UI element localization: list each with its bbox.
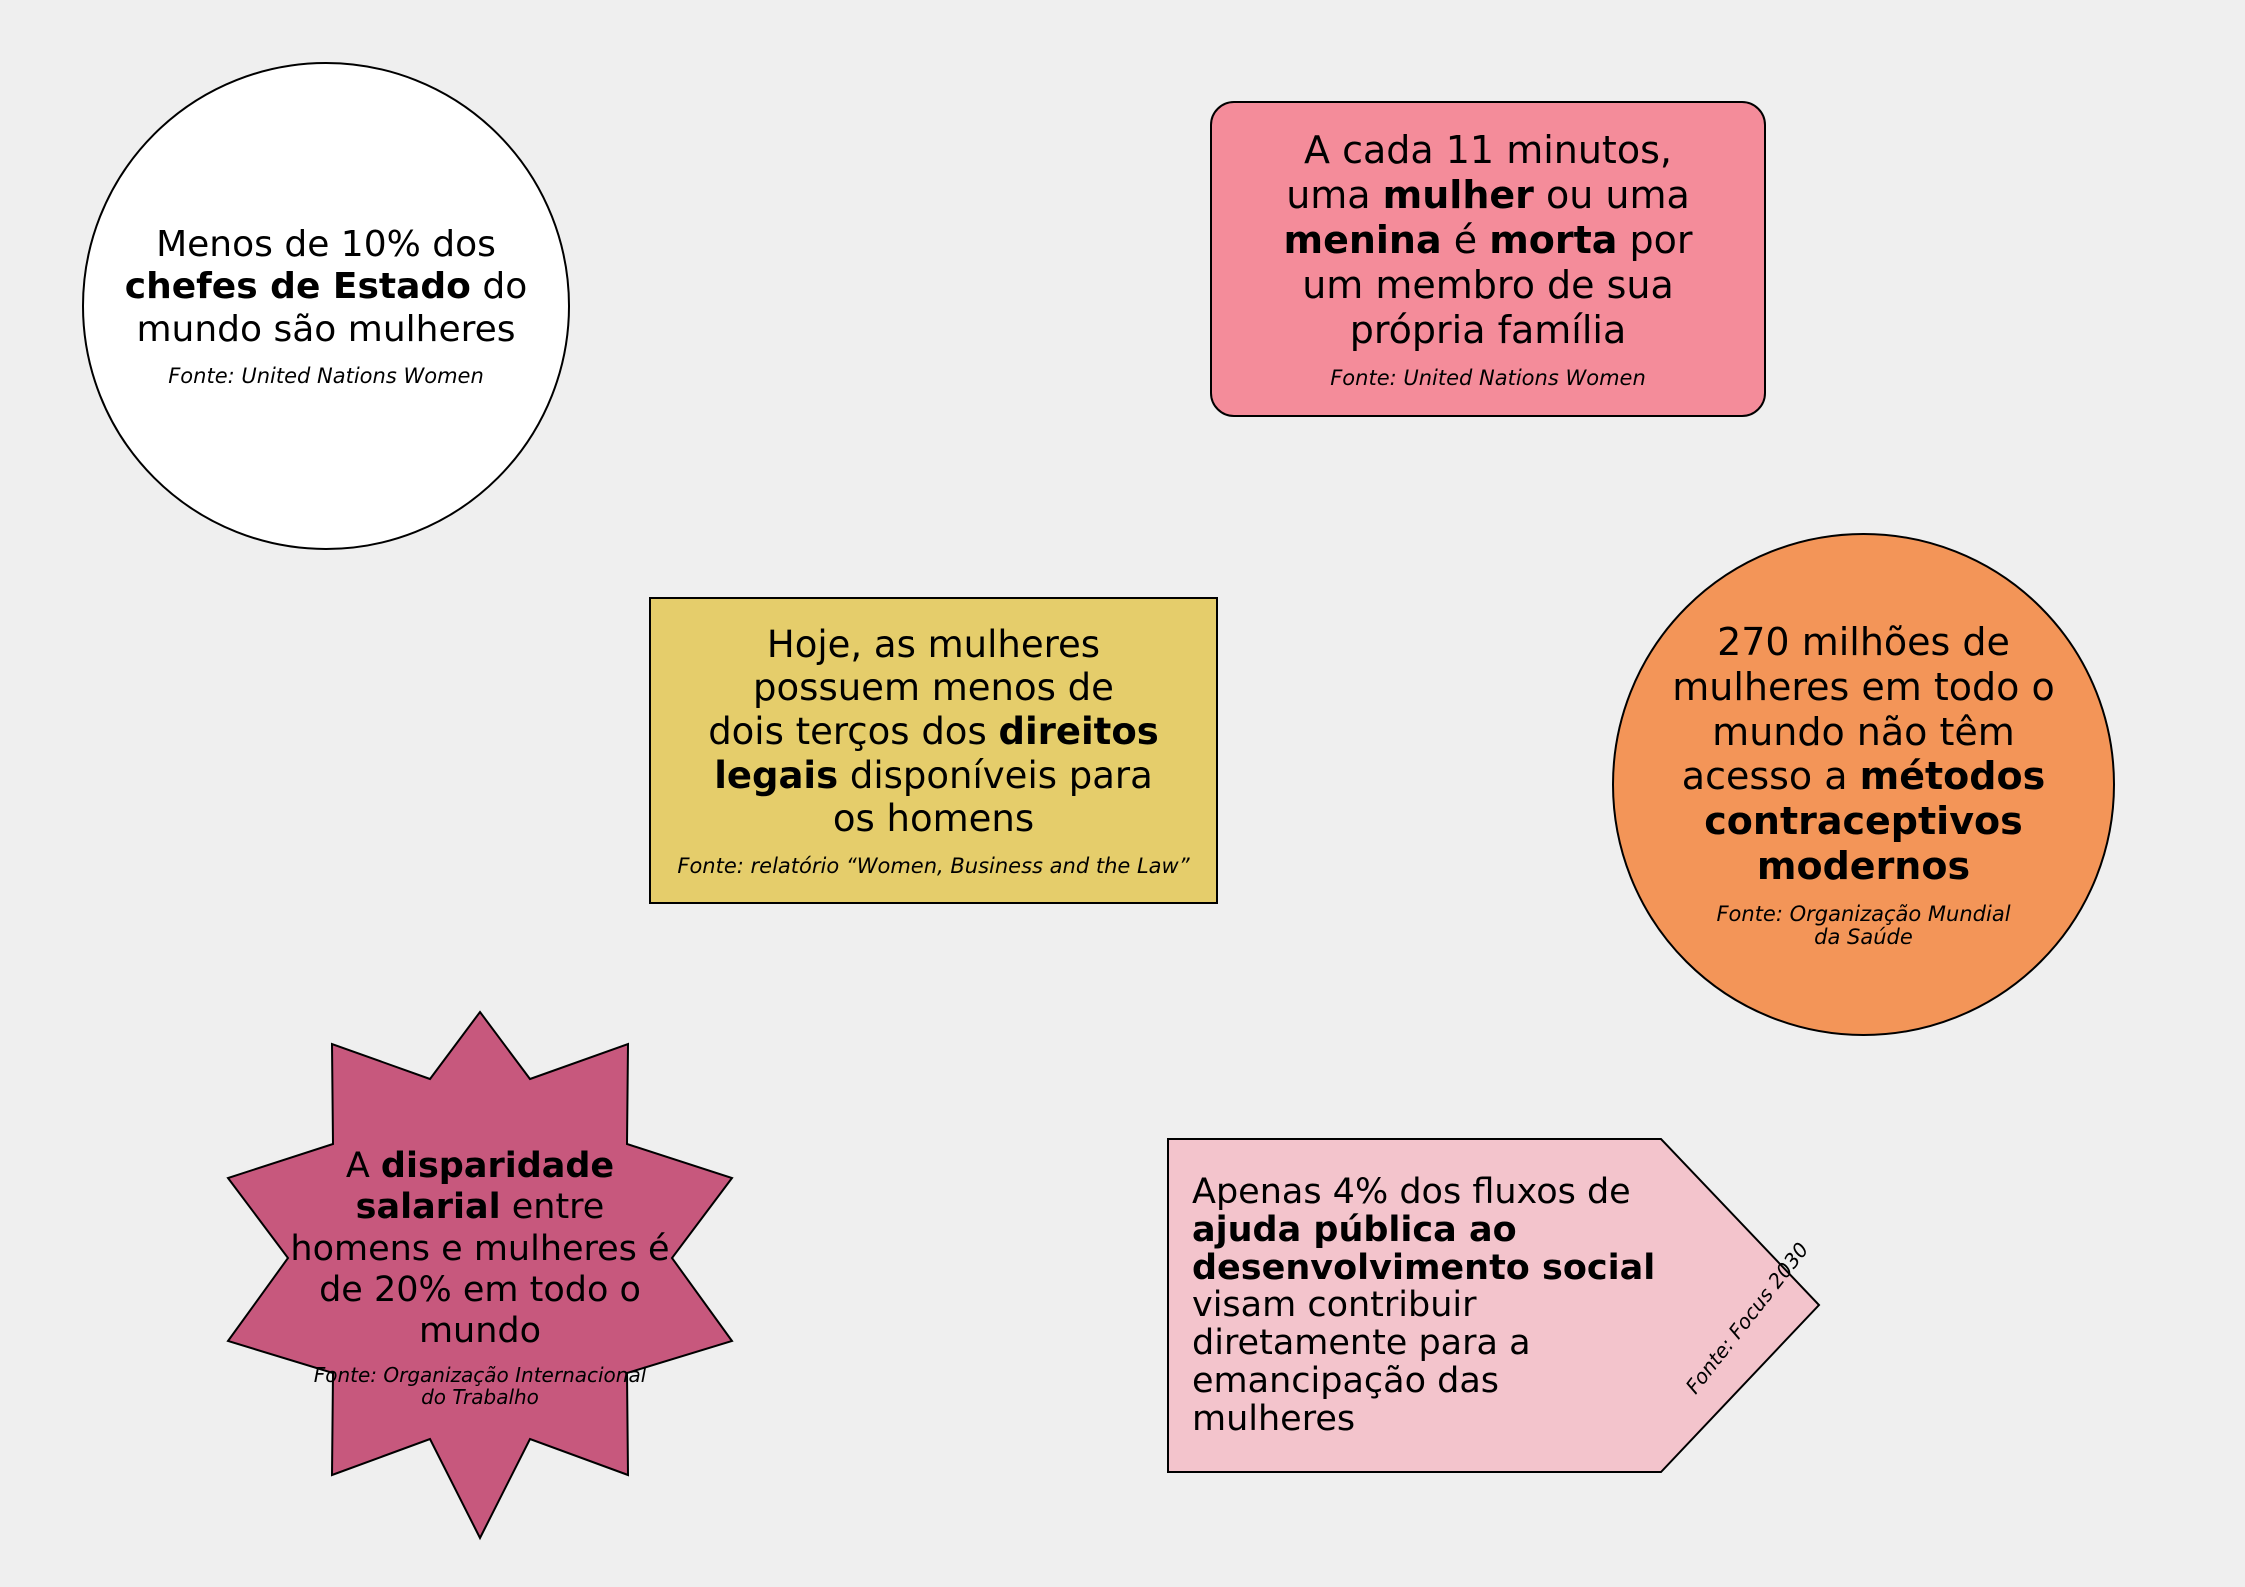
highlight-text: ajuda pública ao bbox=[1192, 1209, 1517, 1250]
text-line: um membro de sua bbox=[1302, 262, 1674, 307]
source-line: Fonte: Organização Internacional bbox=[313, 1363, 647, 1388]
text-line: por bbox=[1617, 218, 1693, 263]
source-note: Fonte: Organização Mundial da Saúde bbox=[1716, 901, 2011, 949]
highlight-text: salarial bbox=[355, 1187, 501, 1228]
text-line: própria família bbox=[1349, 307, 1627, 352]
stat-text: Menos de 10% dos chefes de Estado do mun… bbox=[125, 224, 528, 351]
text-line: de 20% em todo o bbox=[319, 1269, 641, 1310]
text-line: diretamente para a bbox=[1192, 1323, 1531, 1364]
text-line: Apenas 4% dos fluxos de bbox=[1192, 1172, 1631, 1212]
highlight-text: métodos bbox=[1859, 754, 2046, 799]
text-line: dois terços dos bbox=[708, 710, 999, 754]
arrow-polygon bbox=[1167, 1138, 1821, 1473]
text-line: visam contribuir bbox=[1192, 1285, 1477, 1326]
stat-card-heads-of-state: Menos de 10% dos chefes de Estado do mun… bbox=[82, 62, 570, 550]
text-line: emancipação das bbox=[1192, 1360, 1500, 1401]
source-note: Fonte: United Nations Women bbox=[168, 364, 484, 389]
star-shape bbox=[226, 1010, 734, 1541]
text-line: mundo são mulheres bbox=[136, 308, 516, 350]
star-polygon bbox=[226, 1010, 734, 1541]
highlight-text: mulher bbox=[1382, 173, 1534, 218]
text-line: mulheres em todo o bbox=[1672, 664, 2055, 709]
highlight-text: desenvolvimento social bbox=[1192, 1247, 1656, 1288]
text-line: mundo não têm bbox=[1712, 709, 2015, 754]
source-line: do Trabalho bbox=[421, 1385, 539, 1410]
text-line: disponíveis para bbox=[838, 753, 1153, 797]
stat-text: Hoje, as mulheres possuem menos de dois … bbox=[708, 623, 1159, 841]
highlight-text: contraceptivos bbox=[1704, 799, 2023, 844]
stat-card-wage-gap: A disparidade salarial entre homens e mu… bbox=[185, 1006, 775, 1548]
stat-card-public-aid: Apenas 4% dos fluxos de ajuda pública ao… bbox=[1167, 1138, 1821, 1474]
text-line: A cada 11 minutos, bbox=[1304, 128, 1672, 173]
text-line: 270 milhões de bbox=[1717, 619, 2010, 664]
highlight-text: chefes de Estado bbox=[124, 266, 471, 308]
stat-text: Apenas 4% dos fluxos de ajuda pública ao… bbox=[1192, 1172, 1672, 1439]
text-line: Hoje, as mulheres bbox=[766, 622, 1101, 666]
text-line: uma bbox=[1286, 173, 1383, 218]
stat-card-legal-rights: Hoje, as mulheres possuem menos de dois … bbox=[649, 597, 1218, 904]
highlight-text: direitos bbox=[998, 710, 1159, 754]
highlight-text: legais bbox=[714, 753, 839, 797]
text-line: Menos de 10% dos bbox=[156, 223, 496, 265]
source-note: Fonte: United Nations Women bbox=[1330, 365, 1646, 390]
source-note: Fonte: relatório “Women, Business and th… bbox=[677, 854, 1190, 879]
arrow-content: Apenas 4% dos fluxos de ajuda pública ao… bbox=[1192, 1172, 1672, 1439]
text-line: os homens bbox=[832, 797, 1035, 841]
star-content: A disparidade salarial entre homens e mu… bbox=[265, 1146, 695, 1408]
text-line: A bbox=[345, 1146, 381, 1186]
stat-card-contraceptives: 270 milhões de mulheres em todo o mundo … bbox=[1612, 533, 2115, 1036]
arrow-shape bbox=[1167, 1138, 1821, 1473]
highlight-text: morta bbox=[1489, 218, 1618, 263]
text-line: acesso a bbox=[1681, 754, 1860, 799]
text-line: homens e mulheres é bbox=[290, 1228, 670, 1269]
stat-text: A cada 11 minutos, uma mulher ou uma men… bbox=[1283, 128, 1692, 352]
text-line: do bbox=[470, 266, 528, 308]
text-line: mundo bbox=[418, 1311, 542, 1352]
source-line: Fonte: Organização Mundial bbox=[1716, 901, 2011, 926]
text-line: mulheres bbox=[1192, 1398, 1356, 1439]
stat-text: A disparidade salarial entre homens e mu… bbox=[265, 1146, 695, 1352]
highlight-text: menina bbox=[1283, 218, 1442, 263]
text-line: é bbox=[1441, 218, 1490, 263]
source-note: Fonte: Organização Internacional do Trab… bbox=[265, 1364, 695, 1408]
text-line: possuem menos de bbox=[753, 666, 1114, 710]
stat-text: 270 milhões de mulheres em todo o mundo … bbox=[1672, 620, 2055, 889]
text-line: entre bbox=[500, 1187, 605, 1228]
source-line: da Saúde bbox=[1814, 924, 1913, 949]
highlight-text: modernos bbox=[1756, 844, 1971, 889]
highlight-text: disparidade bbox=[380, 1146, 615, 1186]
text-line: ou uma bbox=[1533, 173, 1690, 218]
stat-card-violence: A cada 11 minutos, uma mulher ou uma men… bbox=[1210, 101, 1766, 417]
